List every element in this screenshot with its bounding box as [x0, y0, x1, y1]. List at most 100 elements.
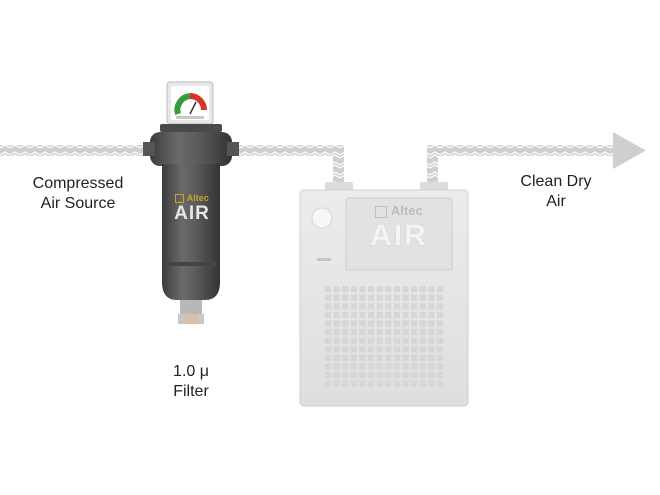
- vent-slot: [342, 372, 349, 379]
- source-label-line1: Compressed: [32, 175, 124, 192]
- vent-slot: [436, 286, 443, 293]
- vent-slot: [342, 346, 349, 353]
- vent-slot: [376, 303, 383, 310]
- vent-slot: [342, 303, 349, 310]
- vent-slot: [368, 380, 375, 387]
- vent-slot: [419, 337, 426, 344]
- vent-slot: [402, 286, 409, 293]
- vent-slot: [350, 337, 357, 344]
- vent-slot: [385, 363, 392, 370]
- outlet-arrow: [613, 132, 646, 169]
- vent-slot: [402, 311, 409, 318]
- vent-slot: [376, 337, 383, 344]
- vent-slot: [350, 329, 357, 336]
- vent-slot: [411, 337, 418, 344]
- vent-slot: [376, 311, 383, 318]
- vent-slot: [325, 303, 332, 310]
- vent-slot: [325, 346, 332, 353]
- vent-slot: [402, 363, 409, 370]
- vent-slot: [393, 363, 400, 370]
- vent-slot: [376, 346, 383, 353]
- compressed-air-source-label: Compressed Air Source: [14, 174, 142, 214]
- vent-slot: [411, 286, 418, 293]
- dryer-outlet-riser: [427, 145, 438, 185]
- vent-slot: [333, 380, 340, 387]
- vent-slot: [342, 311, 349, 318]
- vent-slot: [350, 363, 357, 370]
- vent-slot: [376, 329, 383, 336]
- vent-slot: [368, 354, 375, 361]
- vent-slot: [342, 286, 349, 293]
- vent-slot: [428, 303, 435, 310]
- vent-slot: [436, 354, 443, 361]
- vent-slot: [428, 337, 435, 344]
- source-label-line2: Air Source: [40, 195, 116, 212]
- vent-slot: [368, 311, 375, 318]
- vent-slot: [436, 380, 443, 387]
- dryer-power-button: [311, 207, 333, 229]
- vent-slot: [428, 311, 435, 318]
- vent-slot: [419, 294, 426, 301]
- vent-slot: [376, 372, 383, 379]
- vent-slot: [342, 337, 349, 344]
- vent-slot: [411, 329, 418, 336]
- vent-slot: [402, 380, 409, 387]
- vent-slot: [342, 294, 349, 301]
- vent-slot: [385, 380, 392, 387]
- vent-slot: [393, 380, 400, 387]
- vent-slot: [333, 372, 340, 379]
- filter-brand-mark-icon: [175, 194, 185, 204]
- vent-slot: [376, 286, 383, 293]
- vent-slot: [428, 354, 435, 361]
- vent-slot: [368, 303, 375, 310]
- vent-slot: [419, 354, 426, 361]
- vent-slot: [436, 363, 443, 370]
- vent-slot: [350, 286, 357, 293]
- vent-slot: [393, 303, 400, 310]
- vent-slot: [419, 286, 426, 293]
- vent-slot: [350, 380, 357, 387]
- vent-slot: [342, 380, 349, 387]
- vent-slot: [368, 329, 375, 336]
- vent-slot: [376, 380, 383, 387]
- vent-slot: [428, 286, 435, 293]
- vent-slot: [359, 380, 366, 387]
- vent-slot: [333, 346, 340, 353]
- vent-slot: [436, 337, 443, 344]
- vent-slot: [359, 363, 366, 370]
- vent-slot: [359, 329, 366, 336]
- vent-slot: [385, 372, 392, 379]
- vent-slot: [393, 320, 400, 327]
- vent-slot: [436, 372, 443, 379]
- vent-slot: [419, 329, 426, 336]
- vent-slot: [333, 354, 340, 361]
- vent-slot: [411, 303, 418, 310]
- vent-slot: [359, 346, 366, 353]
- dryer-unit: [299, 182, 469, 407]
- vent-slot: [325, 286, 332, 293]
- vent-slot: [411, 354, 418, 361]
- vent-slot: [359, 303, 366, 310]
- dryer-brand-mark-icon: [375, 205, 388, 218]
- vent-slot: [419, 372, 426, 379]
- filter-label-line1: 1.0 μ: [173, 363, 209, 380]
- vent-slot: [359, 294, 366, 301]
- vent-slot: [359, 372, 366, 379]
- vent-slot: [393, 346, 400, 353]
- vent-slot: [368, 363, 375, 370]
- vent-slot: [428, 363, 435, 370]
- vent-slot: [402, 337, 409, 344]
- vent-slot: [368, 320, 375, 327]
- vent-slot: [411, 320, 418, 327]
- vent-slot: [359, 286, 366, 293]
- vent-slot: [333, 294, 340, 301]
- vent-slot: [325, 380, 332, 387]
- dryer-brand-word: AIR: [370, 219, 428, 252]
- vent-slot: [368, 337, 375, 344]
- dryer-inlet-riser: [333, 145, 344, 185]
- vent-slot: [359, 354, 366, 361]
- vent-slot: [428, 294, 435, 301]
- vent-slot: [368, 372, 375, 379]
- vent-slot: [419, 363, 426, 370]
- vent-slot: [393, 294, 400, 301]
